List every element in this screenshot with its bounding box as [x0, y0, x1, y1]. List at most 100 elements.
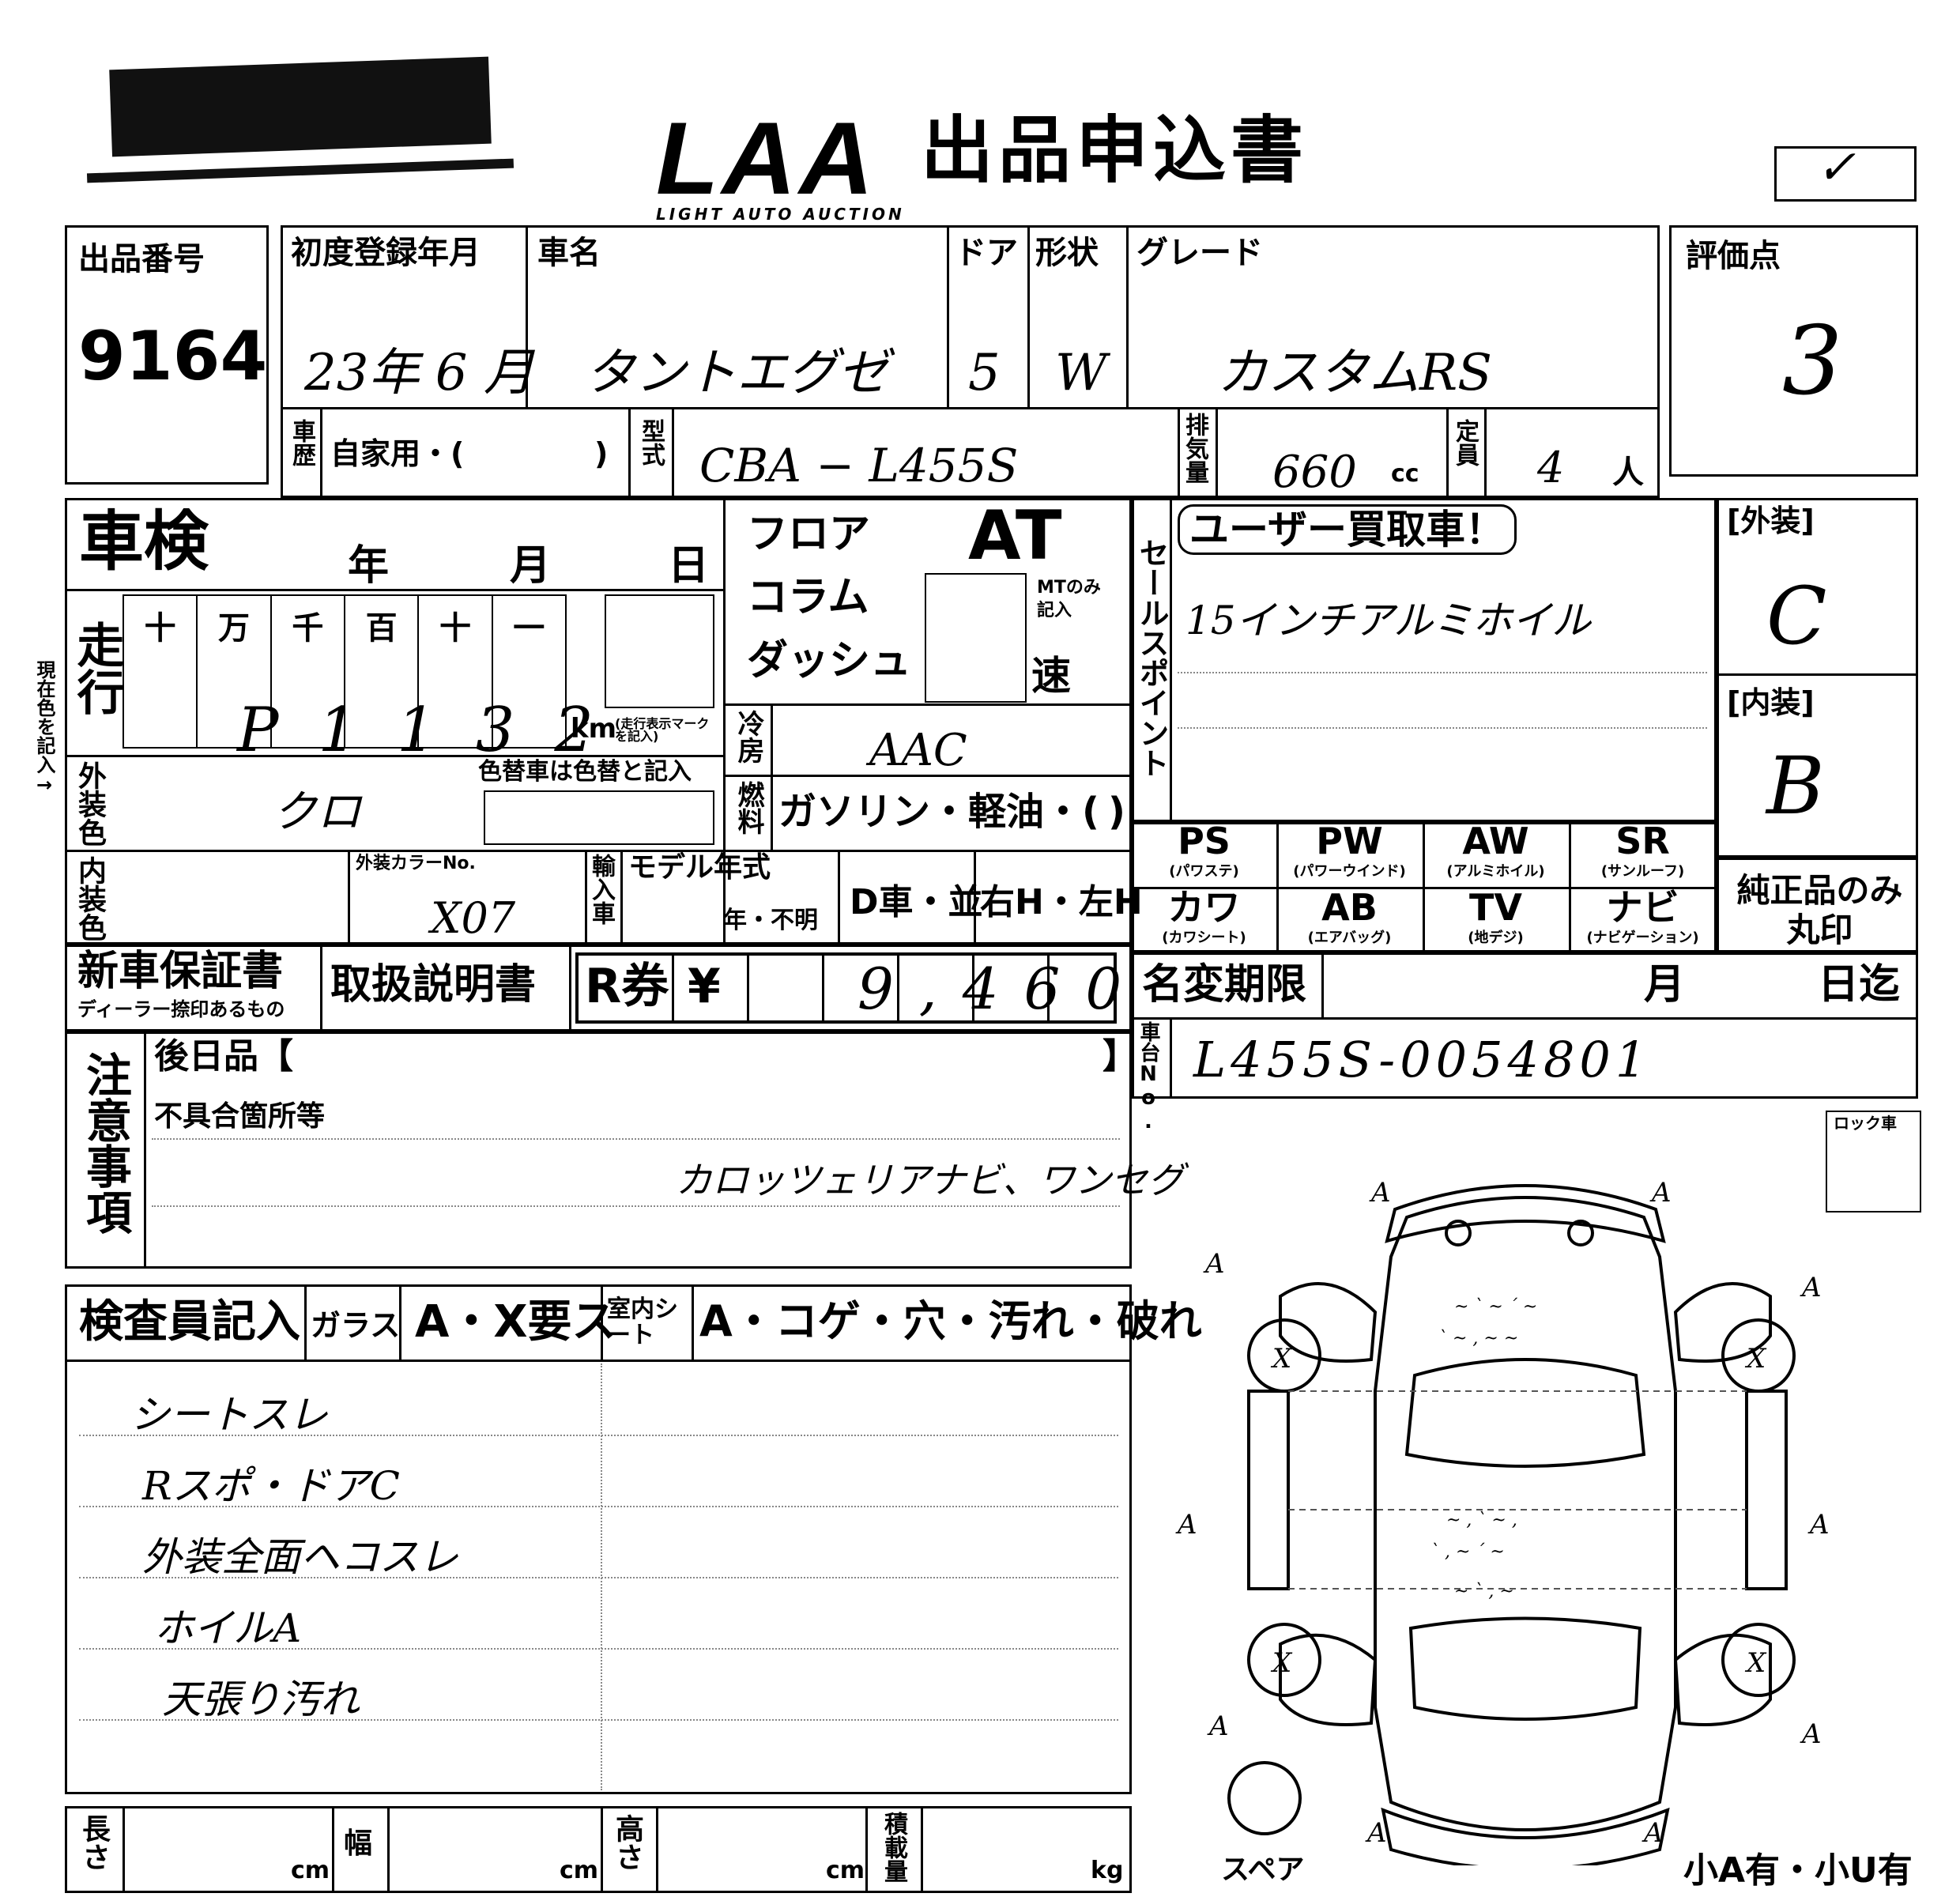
door-label: ドア: [955, 235, 1018, 271]
notes-label: 注意事項: [78, 1051, 132, 1235]
digit-label: 十: [419, 596, 493, 747]
remark-line: 外装全面ヘコスレ: [142, 1534, 458, 1580]
genuine-label: 純正品のみ丸印: [1736, 871, 1903, 950]
ac-value: AAC: [869, 725, 967, 776]
ac-label: 冷房: [733, 710, 764, 764]
car-name-label: 車名: [537, 235, 601, 271]
damage-mark: A: [1175, 1509, 1197, 1541]
damage-mark: X: [1270, 1343, 1293, 1375]
defect-label: 不具合箇所等: [154, 1100, 326, 1133]
check-mark-icon: ✓: [1816, 140, 1856, 195]
car-name-value: タントエグゼ: [585, 344, 888, 402]
yen-symbol: ¥: [688, 959, 721, 1014]
name-change-box: [1132, 952, 1918, 1099]
recycle-label: R券: [585, 959, 669, 1014]
manual-label: 取扱説明書: [330, 961, 537, 1009]
damage-mark: A: [1203, 1248, 1225, 1280]
exterior-grade-label: [外装]: [1727, 503, 1815, 538]
exterior-grade-value: C: [1766, 570, 1827, 662]
equip-leather[interactable]: カワ (カワシート): [1162, 886, 1246, 947]
mileage-mark-box: [605, 594, 714, 708]
damage-mark: A: [1649, 1177, 1672, 1209]
spare-label: スペア: [1221, 1854, 1305, 1886]
length-unit: cm: [291, 1857, 330, 1884]
fuel-value: ガソリン・軽油・(: [778, 790, 1099, 834]
interior-color-label: 内装色: [74, 856, 106, 941]
damage-mark: X: [1744, 1647, 1767, 1679]
check-box[interactable]: ✓: [1774, 140, 1917, 202]
seat-label: 室内シート: [607, 1295, 678, 1349]
notes-box: [65, 1031, 1132, 1269]
recycle-value: 9,460: [858, 956, 1148, 1022]
name-change-label: 名変期限: [1142, 961, 1307, 1009]
score-box: 評価点 3: [1669, 225, 1918, 477]
svg-text:~ ` ~ ´ ~: ~ ` ~ ´ ~: [1454, 1297, 1537, 1317]
grade-box: [1717, 498, 1918, 858]
score-label: 評価点: [1686, 238, 1781, 274]
equip-navi[interactable]: ナビ (ナビゲーション): [1586, 886, 1699, 947]
damage-mark: X: [1744, 1343, 1767, 1375]
sales-point-value: 15インチアルミホイル: [1185, 598, 1592, 643]
name-change-day: 日迄: [1818, 961, 1901, 1009]
displacement-value: 660: [1272, 447, 1357, 498]
later-close: 】: [1102, 1036, 1137, 1077]
mileage-value: P1132: [237, 695, 633, 766]
mileage-digits: 十 万 千 百 十 一: [122, 594, 567, 749]
width-label: 幅: [344, 1827, 373, 1860]
score-value: 3: [1782, 307, 1843, 417]
sales-point-label: セールスポイント: [1134, 537, 1169, 778]
digit-label: 万: [198, 596, 272, 747]
width-unit: cm: [560, 1857, 599, 1884]
grade-label: グレード: [1136, 235, 1263, 271]
inspector-box: [65, 1284, 1132, 1794]
capacity-unit: 人: [1612, 454, 1644, 491]
floor-label: フロア: [747, 511, 871, 558]
history-value: 自家用・(: [330, 436, 465, 471]
equip-ab[interactable]: AB (エアバッグ): [1307, 886, 1392, 947]
color-change-label: 色替車は色替と記入: [478, 758, 692, 786]
dash-label: ダッシュ: [747, 637, 912, 685]
docs-box: [65, 945, 1132, 1031]
mt-note: MTのみ記入: [1037, 578, 1101, 620]
exterior-color-value: クロ: [273, 786, 361, 838]
color-change-box[interactable]: [484, 790, 714, 845]
diagram-footer: 小A有・小U有: [1683, 1850, 1913, 1891]
svg-text:~ , ` ~ ,: ~ , ` ~ ,: [1446, 1510, 1517, 1530]
first-reg-label: 初度登録年月: [291, 235, 481, 271]
redacted-stamp: [79, 47, 514, 183]
import-label: 輸入車: [587, 854, 615, 925]
genuine-box: 純正品のみ丸印: [1717, 858, 1918, 952]
warranty-label: 新車保証書: [77, 948, 284, 995]
lot-label: 出品番号: [78, 241, 205, 277]
digit-label: 百: [345, 596, 420, 747]
lot-number: 9164: [78, 317, 268, 396]
seat-options: A・コゲ・穴・汚れ・破れ: [699, 1296, 1202, 1346]
damage-mark: A: [1369, 1177, 1391, 1209]
digit-label: 一: [513, 610, 545, 647]
model-value: CBA − L455S: [699, 439, 1019, 492]
equip-sr[interactable]: SR (サンルーフ): [1600, 820, 1685, 881]
handle: 右H・左H: [980, 882, 1143, 922]
lock-box[interactable]: ロック車: [1826, 1111, 1921, 1212]
equip-tv[interactable]: TV (地デジ): [1468, 886, 1524, 947]
color-no-label: 外装カラーNo.: [356, 854, 476, 873]
equip-pw[interactable]: PW (パワーウインド): [1293, 820, 1406, 881]
exterior-color-label: 外装色: [74, 761, 106, 847]
form-title: 出品申込書: [921, 108, 1309, 193]
inspector-label: 検査員記入: [79, 1296, 300, 1348]
shaken-day: 日: [668, 542, 710, 590]
shape-label: 形状: [1035, 235, 1099, 271]
damage-mark: A: [1642, 1817, 1664, 1849]
equip-aw[interactable]: AW (アルミホイル): [1446, 820, 1545, 881]
damage-mark: A: [1365, 1817, 1387, 1849]
laa-logo: LAA LIGHT AUTO AUCTION: [656, 100, 905, 224]
name-change-month: 月: [1644, 961, 1686, 1009]
digit-label: 千: [272, 596, 345, 747]
equip-ps[interactable]: PS (パワステ): [1169, 820, 1239, 881]
sales-box: [1132, 498, 1717, 822]
history-close: ): [594, 436, 609, 471]
digit-label: 十: [124, 596, 198, 747]
damage-mark: A: [1800, 1718, 1822, 1750]
displacement-unit: cc: [1391, 460, 1419, 488]
load-unit: kg: [1091, 1857, 1124, 1884]
